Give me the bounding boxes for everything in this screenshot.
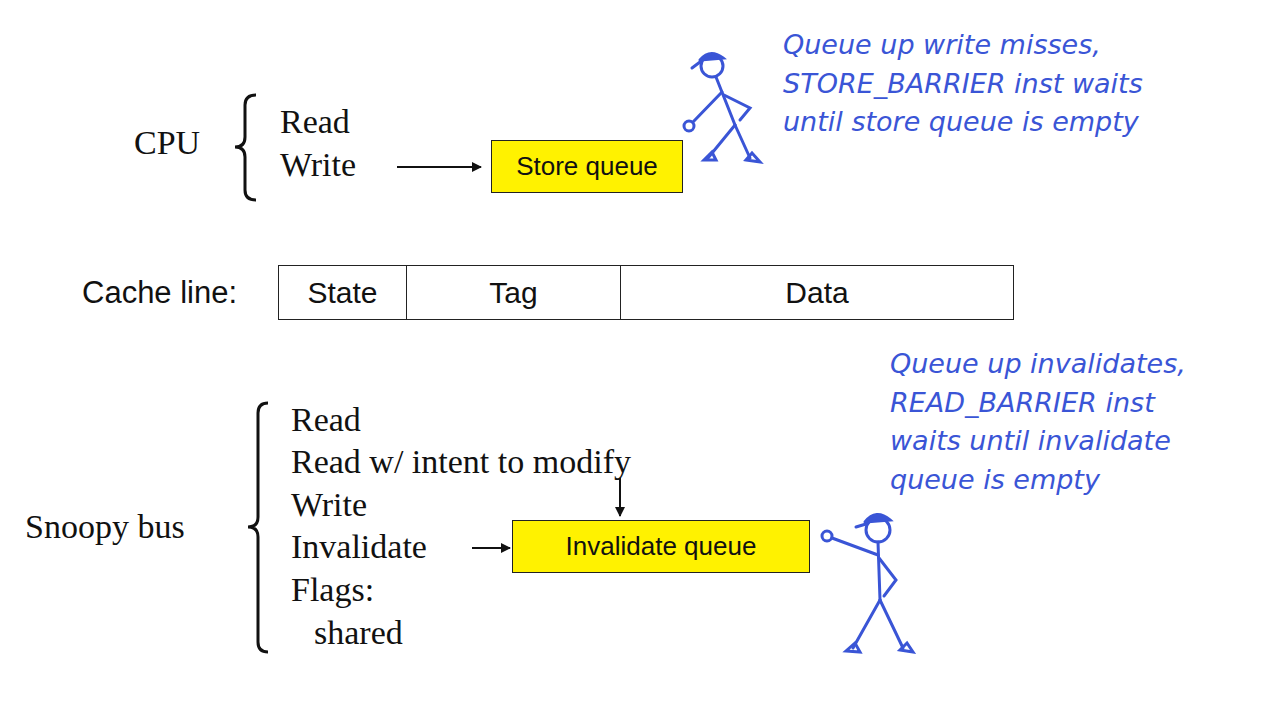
queue-box: Invalidate queue — [512, 520, 810, 573]
cache-field: Tag — [406, 265, 621, 320]
leader-arrow — [472, 547, 510, 549]
box-text: Tag — [489, 276, 537, 310]
operation-label: Write — [280, 145, 356, 185]
cache-field: State — [278, 265, 407, 320]
row-label: Cache line: — [82, 274, 237, 312]
stick-figure — [822, 514, 913, 652]
stick-figure — [684, 53, 760, 162]
operation-label: Flags: — [291, 570, 374, 610]
box-text: Store queue — [516, 151, 658, 182]
operation-label: Read — [291, 400, 361, 440]
curly-brace — [248, 403, 268, 652]
callout-note: Queue up write misses, STORE_BARRIER ins… — [783, 26, 1153, 142]
queue-box: Store queue — [491, 140, 683, 193]
operation-label: Write — [291, 485, 367, 525]
leader-arrow — [397, 166, 481, 168]
box-text: Data — [785, 276, 848, 310]
cache-field: Data — [620, 265, 1014, 320]
callout-note: Queue up invalidates, READ_BARRIER inst … — [890, 345, 1220, 499]
flag-label: shared — [314, 613, 403, 653]
leader-arrow — [619, 478, 621, 516]
group-label: Snoopy bus — [25, 507, 185, 547]
operation-label: Invalidate — [291, 527, 427, 567]
box-text: Invalidate queue — [566, 531, 757, 562]
group-label: CPU — [134, 123, 200, 163]
operation-label: Read — [280, 102, 350, 142]
curly-brace — [235, 95, 256, 200]
operation-label: Read w/ intent to modify — [291, 442, 631, 482]
box-text: State — [307, 276, 377, 310]
